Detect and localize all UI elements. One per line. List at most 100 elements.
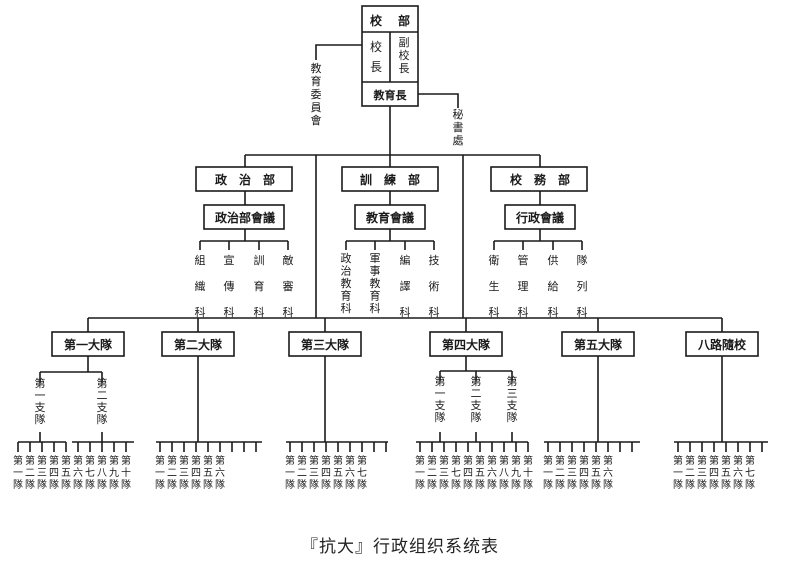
education-committee-label: 員	[311, 101, 322, 114]
section-label: 科	[429, 305, 440, 319]
squadron-label: 第	[567, 454, 577, 467]
squadron-label: 隊	[179, 478, 189, 491]
squadron-label: 一	[285, 468, 295, 479]
squadron-label: 一	[13, 468, 23, 479]
squadron-label: 四	[579, 468, 589, 479]
section-label: 科	[283, 305, 294, 319]
squadron-label: 第	[357, 454, 367, 467]
squadron-label: 第	[13, 454, 23, 467]
squadron-label: 第	[309, 454, 319, 467]
principal-label: 校	[370, 39, 382, 54]
squadron-label: 隊	[673, 478, 683, 491]
squadron-label: 隊	[309, 478, 319, 491]
squadron-label: 六	[733, 467, 743, 479]
section-label: 科	[370, 301, 381, 315]
squadron-label: 隊	[733, 478, 743, 491]
squadron-label: 第	[555, 454, 565, 467]
squadron-label: 三	[309, 468, 319, 479]
squadron-label: 一	[155, 468, 165, 479]
squadron-label: 一	[673, 468, 683, 479]
secretariat-label: 書	[453, 120, 464, 134]
squadron-label: 隊	[37, 478, 47, 491]
section-label: 軍	[370, 252, 381, 265]
squadron-label: 隊	[285, 478, 295, 491]
squadron-label: 第	[61, 454, 71, 467]
section-label: 管	[518, 253, 529, 267]
section-label: 敵	[283, 254, 294, 267]
section-label: 技	[429, 254, 440, 267]
squadron-label: 隊	[603, 478, 613, 491]
brigade-name: 第三大隊	[301, 337, 350, 352]
vice-principal-label: 校	[399, 48, 410, 62]
squadron-label: 第	[321, 454, 331, 467]
brigade-name: 第四大隊	[442, 337, 491, 352]
squadron-label: 第	[203, 454, 213, 467]
squadron-label: 四	[463, 468, 473, 479]
squadron-label: 隊	[25, 478, 35, 491]
squadron-label: 隊	[321, 478, 331, 491]
squadron-label: 隊	[191, 478, 201, 491]
squadron-label: 隊	[499, 478, 509, 491]
squadron-label: 五	[475, 468, 485, 479]
squadron-label: 第	[673, 454, 683, 467]
squadron-label: 第	[499, 454, 509, 467]
squadron-label: 七	[451, 467, 461, 479]
branch-label: 支	[97, 401, 108, 414]
squadron-label: 十	[121, 466, 131, 479]
squadron-label: 隊	[155, 478, 165, 491]
branch-label: 三	[507, 387, 518, 400]
squadron-label: 七	[85, 467, 95, 479]
squadron-label: 第	[427, 454, 437, 467]
squadron-label: 第	[25, 454, 35, 467]
council-name: 教育會議	[365, 210, 414, 225]
squadron-label: 隊	[475, 478, 485, 491]
section-label: 織	[195, 280, 206, 293]
squadron-label: 六	[603, 467, 613, 479]
squadron-label: 第	[745, 454, 755, 467]
squadron-label: 第	[37, 454, 47, 467]
branch-label: 支	[507, 399, 518, 412]
squadron-label: 隊	[567, 478, 577, 491]
section-label: 科	[254, 305, 265, 319]
branch-label: 隊	[435, 410, 446, 424]
department-box-political	[195, 166, 293, 192]
department-name: 校 務 部	[510, 172, 570, 187]
squadron-label: 隊	[487, 478, 497, 491]
squadron-label: 隊	[357, 478, 367, 491]
squadron-label: 第	[73, 454, 83, 467]
squadron-label: 隊	[109, 478, 119, 491]
branch-label: 二	[97, 389, 108, 402]
brigade-name: 第一大隊	[64, 337, 113, 352]
squadron-label: 七	[357, 467, 367, 479]
branch-label: 支	[35, 401, 46, 414]
vice-principal-label: 長	[399, 62, 410, 75]
branch-label: 支	[435, 399, 446, 412]
squadron-label: 隊	[49, 478, 59, 491]
squadron-label: 第	[579, 454, 589, 467]
branch-label: 支	[471, 399, 482, 412]
section-label: 訓	[254, 253, 265, 267]
branch-label: 第	[435, 374, 446, 388]
squadron-label: 第	[345, 454, 355, 467]
squadron-label: 隊	[333, 478, 343, 491]
squadron-label: 隊	[523, 478, 533, 491]
squadron-label: 隊	[85, 478, 95, 491]
education-committee-label: 會	[311, 113, 322, 127]
squadron-label: 隊	[591, 478, 601, 491]
squadron-label: 第	[603, 454, 613, 467]
squadron-label: 一	[543, 468, 553, 479]
squadron-label: 第	[463, 454, 473, 467]
branch-label: 第	[97, 376, 108, 390]
section-label: 供	[548, 253, 559, 267]
squadron-label: 二	[25, 468, 35, 479]
section-label: 理	[518, 280, 529, 293]
squadron-label: 四	[191, 468, 201, 479]
squadron-label: 第	[121, 454, 131, 467]
squadron-label: 第	[109, 454, 119, 467]
squadron-label: 第	[297, 454, 307, 467]
squadron-label: 二	[297, 468, 307, 479]
squadron-label: 隊	[697, 478, 707, 491]
squadron-label: 第	[543, 454, 553, 467]
education-committee-label: 教	[311, 62, 322, 75]
